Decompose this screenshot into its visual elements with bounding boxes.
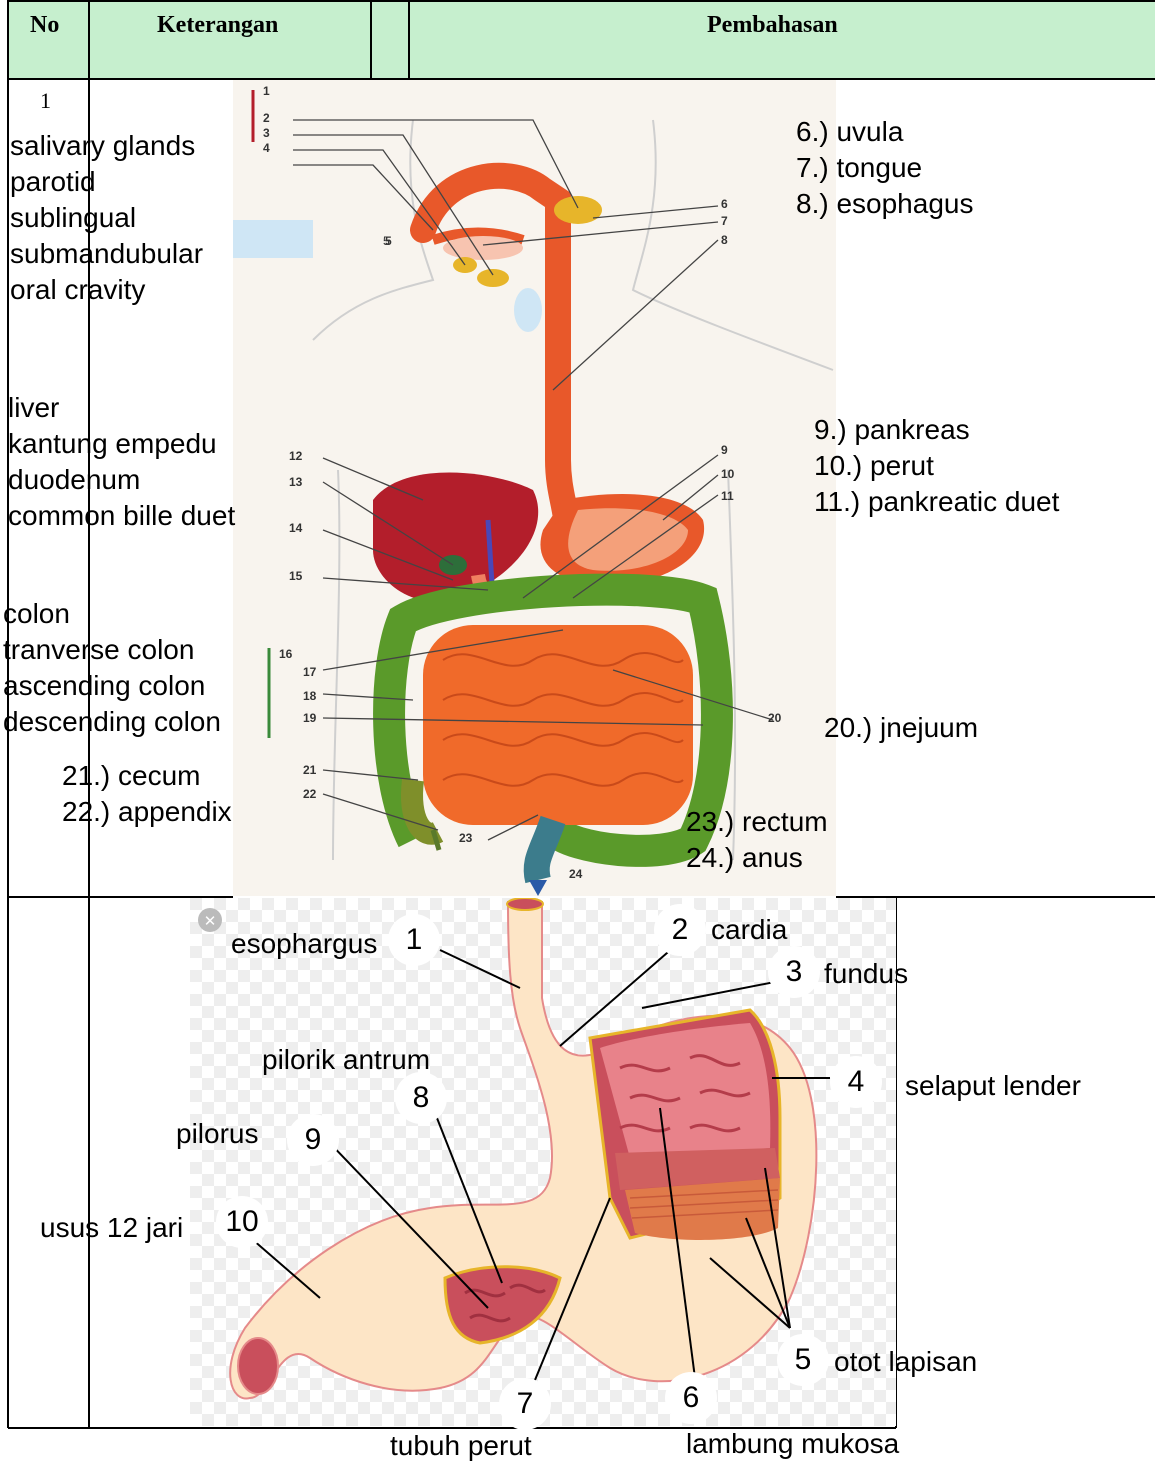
label-parotid: parotid xyxy=(10,164,96,200)
label-salivary-glands: salivary glands xyxy=(10,128,195,164)
stomach-number-7: 7 xyxy=(499,1378,551,1430)
label-colon: colon xyxy=(3,596,70,632)
diagram-number-21: 21 xyxy=(303,763,317,777)
digestive-system-diagram: 5 xyxy=(233,80,836,896)
diagram-number-14: 14 xyxy=(289,521,303,535)
label-rectum: 23.) rectum xyxy=(686,804,828,840)
label-liver: liver xyxy=(8,390,59,426)
label-pilorus: pilorus xyxy=(176,1116,258,1152)
stomach-number-2: 2 xyxy=(654,904,706,956)
diagram-number-16: 16 xyxy=(279,647,293,661)
diagram-number-23: 23 xyxy=(459,831,473,845)
stomach-number-8: 8 xyxy=(395,1072,447,1124)
label-otot-lapisan: otot lapisan xyxy=(834,1344,977,1380)
diagram-number-17: 17 xyxy=(303,665,317,679)
label-uvula: 6.) uvula xyxy=(796,114,903,150)
label-esophargus: esophargus xyxy=(231,926,377,962)
diagram-number-13: 13 xyxy=(289,475,303,489)
header-keterangan: Keterangan xyxy=(157,12,278,39)
label-duodenum: duodenum xyxy=(8,462,140,498)
diagram-number-10: 10 xyxy=(721,467,735,481)
diagram-number-19: 19 xyxy=(303,711,317,725)
diagram-number-18: 18 xyxy=(303,689,317,703)
label-descending-colon: descending colon xyxy=(3,704,221,740)
label-usus-12-jari: usus 12 jari xyxy=(40,1210,183,1246)
diagram-number-4: 4 xyxy=(263,141,270,155)
stomach-number-1: 1 xyxy=(388,914,440,966)
stomach-number-3: 3 xyxy=(768,946,820,998)
label-tubuh-perut: tubuh perut xyxy=(390,1428,532,1464)
close-icon: ✕ xyxy=(204,913,217,930)
header-no: No xyxy=(30,12,59,39)
stomach-number-10: 10 xyxy=(216,1196,268,1248)
label-anus: 24.) anus xyxy=(686,840,803,876)
label-tranverse-colon: tranverse colon xyxy=(3,632,194,668)
label-cecum: 21.) cecum xyxy=(62,758,201,794)
label-pankreas: 9.) pankreas xyxy=(814,412,970,448)
label-pilorik-antrum: pilorik antrum xyxy=(262,1042,430,1078)
label-ascending-colon: ascending colon xyxy=(3,668,205,704)
label-oral-cravity: oral cravity xyxy=(10,272,145,308)
diagram-number-11: 11 xyxy=(721,489,734,503)
label-perut: 10.) perut xyxy=(814,448,934,484)
label-kantung-empedu: kantung empedu xyxy=(8,426,217,462)
label-common-bille-duet: common bille duet xyxy=(8,498,235,534)
diagram-number-24: 24 xyxy=(569,867,583,881)
diagram-number-22: 22 xyxy=(303,787,317,801)
diagram-number-7: 7 xyxy=(721,214,728,228)
diagram-number-3: 3 xyxy=(263,126,270,140)
stomach-number-4: 4 xyxy=(830,1056,882,1108)
label-jnejuum: 20.) jnejuum xyxy=(824,710,978,746)
stomach-number-5: 5 xyxy=(777,1334,829,1386)
diagram-number-8: 8 xyxy=(721,233,728,247)
col-divider-2 xyxy=(370,0,372,80)
label-selaput-lender: selaput lender xyxy=(905,1068,1081,1104)
diagram-number-6: 6 xyxy=(721,197,728,211)
stomach-number-6: 6 xyxy=(665,1372,717,1424)
stomach-number-9: 9 xyxy=(287,1114,339,1166)
diagram-number-20: 20 xyxy=(768,711,782,725)
label-pankreatic-duet: 11.) pankreatic duet xyxy=(814,484,1059,520)
row-number: 1 xyxy=(40,88,51,114)
label-fundus: fundus xyxy=(824,956,908,992)
label-sublingual: sublingual xyxy=(10,200,136,236)
diagram-number-1: 1 xyxy=(263,84,270,98)
label-tongue: 7.) tongue xyxy=(796,150,922,186)
label-lambung-mukosa: lambung mukosa xyxy=(686,1426,899,1462)
table-border-top xyxy=(8,0,1155,2)
label-submandubular: submandubular xyxy=(10,236,203,272)
diagram-number-5: 5 xyxy=(385,234,392,248)
label-cardia: cardia xyxy=(711,912,787,948)
header-pembahasan: Pembahasan xyxy=(707,12,838,39)
diagram-number-15: 15 xyxy=(289,569,303,583)
diagram-number-9: 9 xyxy=(721,443,728,457)
diagram-number-12: 12 xyxy=(289,449,303,463)
diagram-number-2: 2 xyxy=(263,111,270,125)
label-appendix: 22.) appendix xyxy=(62,794,232,830)
label-esophagus: 8.) esophagus xyxy=(796,186,973,222)
col-divider-3 xyxy=(408,0,410,80)
